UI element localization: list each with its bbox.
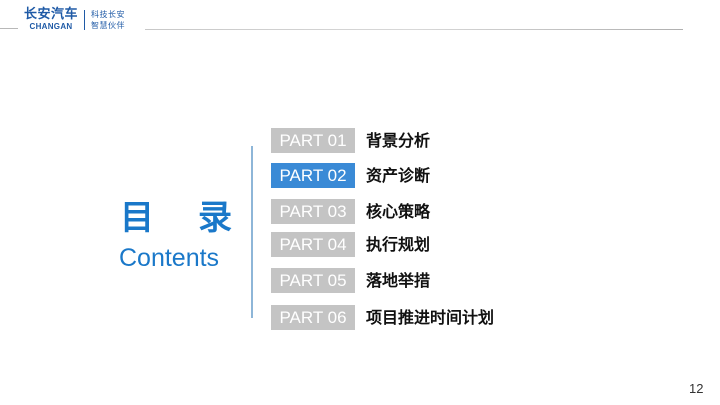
header-rule-left xyxy=(0,28,18,29)
toc-item-label: 背景分析 xyxy=(366,131,431,150)
vertical-divider xyxy=(251,146,253,318)
part-badge: PART 04 xyxy=(271,232,355,257)
page-title-char-2: 录 xyxy=(198,198,232,238)
logo-slogan-line1: 科技长安 xyxy=(91,10,126,19)
logo-brand-cn: 长安汽车 xyxy=(24,7,79,22)
part-badge: PART 03 xyxy=(271,199,355,224)
toc-item-part-03[interactable]: PART 03 核心策略 xyxy=(271,199,430,224)
logo-slogan: 科技长安 智慧伙伴 xyxy=(91,9,125,31)
logo-separator xyxy=(84,10,86,30)
part-badge-active: PART 02 xyxy=(271,163,355,188)
toc-item-part-02[interactable]: PART 02 资产诊断 xyxy=(271,163,430,188)
toc-item-part-06[interactable]: PART 06 项目推进时间计划 xyxy=(271,305,494,330)
toc-item-label: 执行规划 xyxy=(366,235,431,254)
page-title: 目 录 xyxy=(120,198,232,238)
toc-item-label: 项目推进时间计划 xyxy=(366,308,495,327)
toc-item-part-04[interactable]: PART 04 执行规划 xyxy=(271,232,430,257)
changan-logo: 长安汽车 CHANGAN 科技长安 智慧伙伴 xyxy=(24,8,125,32)
toc-item-part-01[interactable]: PART 01 背景分析 xyxy=(271,128,430,153)
logo-slogan-line2: 智慧伙伴 xyxy=(91,21,126,30)
toc-item-label: 核心策略 xyxy=(366,202,431,221)
logo-brand-en: CHANGAN xyxy=(29,22,73,31)
part-badge: PART 01 xyxy=(271,128,355,153)
page-title-char-1: 目 xyxy=(120,198,154,238)
toc-item-label: 落地举措 xyxy=(366,271,431,290)
toc-item-label: 资产诊断 xyxy=(366,166,431,185)
page-subtitle: Contents xyxy=(119,244,220,272)
toc-item-part-05[interactable]: PART 05 落地举措 xyxy=(271,268,430,293)
part-badge: PART 05 xyxy=(271,268,355,293)
logo-wordmark: 长安汽车 CHANGAN xyxy=(24,8,78,32)
header-rule-right xyxy=(145,29,683,30)
part-badge: PART 06 xyxy=(271,305,355,330)
page-number: 12 xyxy=(689,381,704,396)
